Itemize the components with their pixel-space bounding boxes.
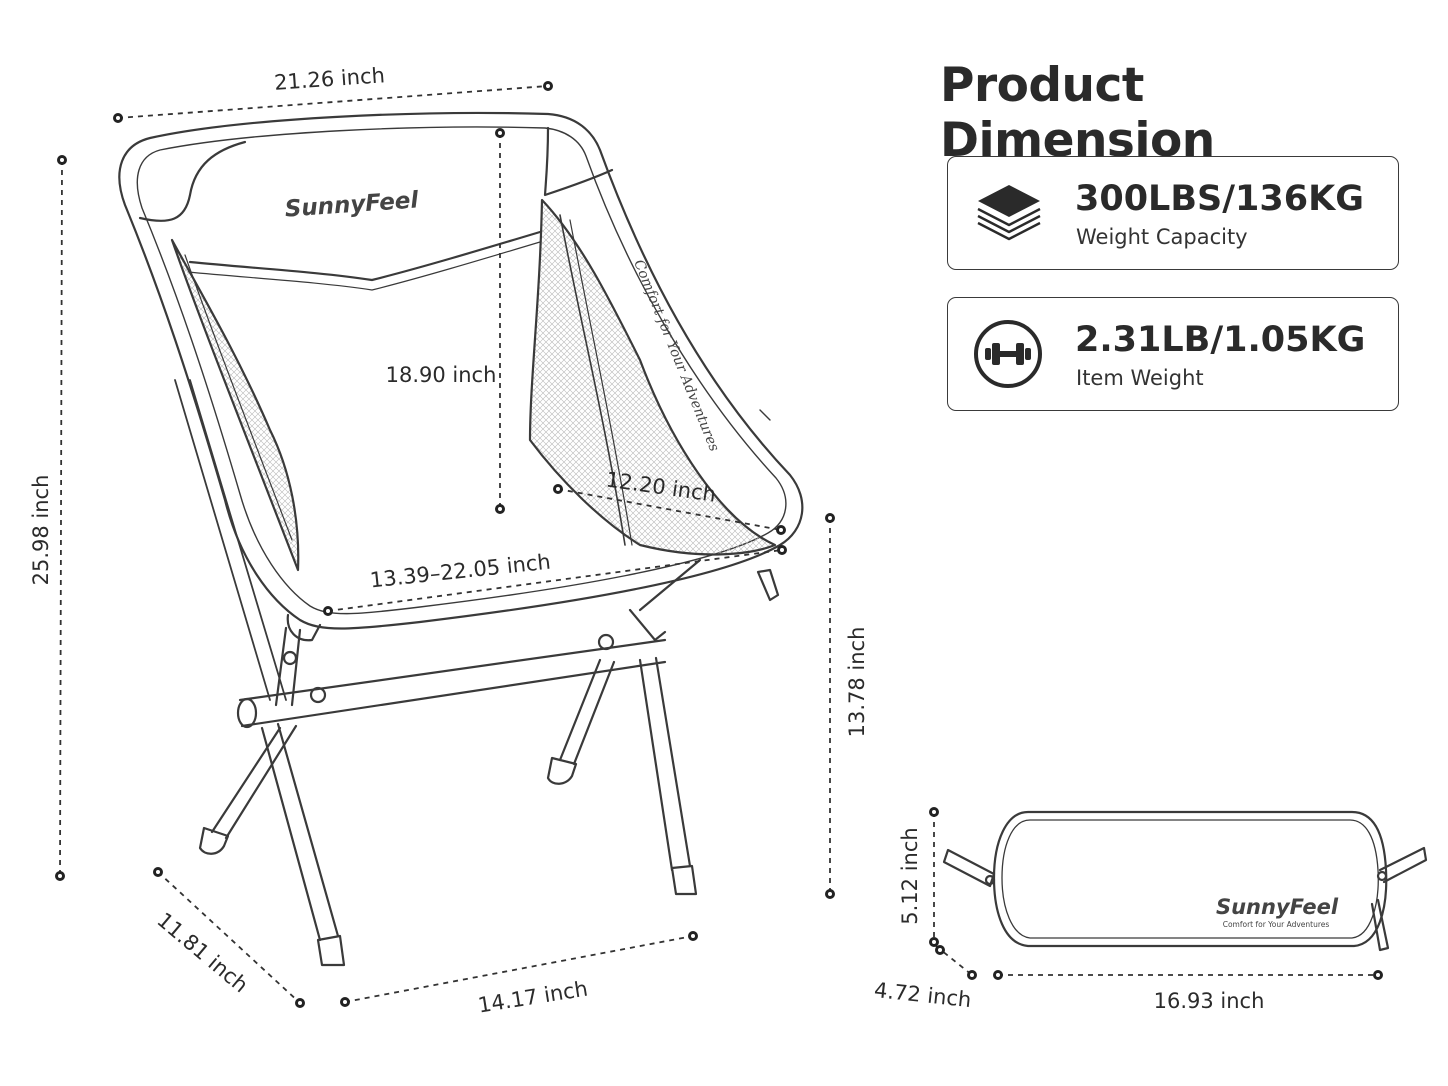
dumbbell-icon: [974, 320, 1042, 388]
page-title: Product Dimension: [940, 58, 1215, 168]
bag-tagline-label: Comfort for Your Adventures: [1223, 920, 1330, 929]
bag-dimension-endpoints: [929, 807, 1383, 980]
bag-dimension-lines: [933, 812, 1378, 976]
chair-dimension-endpoints: [55, 81, 835, 1008]
weight-capacity-card: 300LBS/136KG Weight Capacity: [947, 156, 1399, 270]
bag-length-label: 16.93 inch: [1154, 989, 1265, 1013]
bag-brand-label: SunnyFeel: [1216, 895, 1339, 919]
layers-icon: [977, 185, 1041, 241]
back-height-label: 18.90 inch: [386, 363, 497, 387]
chair-brand-label: SunnyFeel: [284, 187, 420, 222]
chair-dimension-lines: [59, 85, 831, 1004]
weight-capacity-value: 300LBS/136KG: [1075, 179, 1364, 219]
top-width-label: 21.26 inch: [273, 63, 385, 95]
carry-bag-illustration: [942, 810, 1428, 952]
item-weight-label: Item Weight: [1076, 366, 1204, 390]
item-weight-card: 2.31LB/1.05KG Item Weight: [947, 297, 1399, 411]
seat-height-label: 13.78 inch: [845, 627, 869, 738]
base-depth-label: 11.81 inch: [152, 908, 252, 998]
base-width-label: 14.17 inch: [476, 977, 589, 1018]
chair-illustration: [118, 111, 804, 967]
seat-width-label: 13.39–22.05 inch: [369, 550, 552, 593]
item-weight-value: 2.31LB/1.05KG: [1075, 320, 1366, 360]
bag-depth-label: 4.72 inch: [873, 978, 972, 1012]
bag-height-label: 5.12 inch: [898, 827, 922, 924]
weight-capacity-label: Weight Capacity: [1076, 225, 1248, 249]
total-height-label: 25.98 inch: [29, 475, 53, 586]
